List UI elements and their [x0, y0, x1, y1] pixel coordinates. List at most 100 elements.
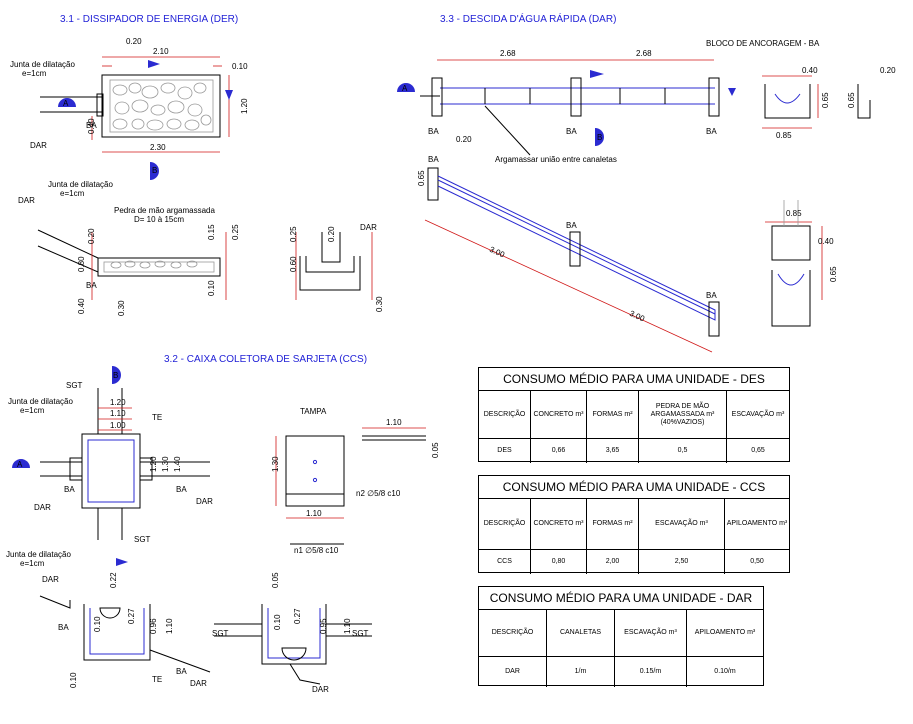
td-escavacao: 2,50 — [639, 550, 725, 574]
ba-020: 0.20 — [880, 66, 896, 75]
ccs-sb-sgt-left: SGT — [212, 629, 229, 638]
der-dim-230: 2.30 — [150, 143, 166, 152]
td-dar: DAR — [479, 657, 547, 687]
ccs-sb-dar: DAR — [312, 685, 329, 694]
tampa-130: 1.30 — [271, 456, 280, 472]
der-dim-120: 1.20 — [240, 98, 249, 114]
ccs-sb-027: 0.27 — [293, 608, 302, 624]
td-des: DES — [479, 439, 531, 463]
ccs-sa-dar: DAR — [42, 575, 59, 584]
ccs-sa-022: 0.22 — [109, 572, 118, 588]
ccs-sa-010a: 0.10 — [93, 616, 102, 632]
der-sec-junta: Junta de dilatação — [48, 180, 113, 189]
dar-bloco-detail: 0.40 0.20 0.65 0.65 0.85 — [762, 66, 896, 140]
ccs-side-130: 1.30 — [161, 456, 170, 472]
der-sec-040: 0.40 — [77, 298, 86, 314]
der-sec-dar: DAR — [18, 196, 35, 205]
der-plan: 0.20 2.10 0.10 1.20 2.30 0.40 Junta de d… — [10, 37, 249, 180]
td-formas: 2,00 — [587, 550, 639, 574]
td-pedra: 0,5 — [639, 439, 727, 463]
der-dim-020: 0.20 — [126, 37, 142, 46]
ba-065b: 0.65 — [847, 92, 856, 108]
dar-section-a — [397, 83, 415, 92]
der-sec-025: 0.25 — [231, 224, 240, 240]
ccs-sa-dar2: DAR — [190, 679, 207, 688]
der-secb-060: 0.60 — [289, 256, 298, 272]
ccs-110: 1.10 — [110, 409, 126, 418]
dar-bloco: BLOCO DE ANCORAGEM - BA — [706, 39, 820, 48]
td-apiloamento: 0,50 — [750, 558, 764, 565]
ba-040: 0.40 — [802, 66, 818, 75]
dar-slope-2: 3.00 — [628, 309, 646, 324]
der-secb-020: 0.20 — [327, 226, 336, 242]
ccs-sa-junta: Junta de dilatação — [6, 550, 71, 559]
ccs-100: 1.00 — [110, 421, 126, 430]
ccs-sb-110: 1.10 — [343, 618, 352, 634]
dar-ba-2: BA — [566, 127, 577, 136]
ccs-ba-left: BA — [64, 485, 75, 494]
ccs-sb-010: 0.10 — [273, 614, 282, 630]
ccs-section-a — [12, 459, 30, 468]
der-secb-025: 0.25 — [289, 226, 298, 242]
ccs-b: B — [113, 371, 118, 380]
th-formas: FORMAS m² — [587, 499, 639, 549]
th-apiloamento: APILOAMENTO m³ — [694, 629, 756, 636]
dar-prof-ba-2: BA — [566, 221, 577, 230]
th-escavacao: ESCAVAÇÃO m³ — [639, 499, 725, 549]
td-escavacao: 0.15/m — [615, 657, 687, 687]
der-sec-080: 0.80 — [77, 256, 86, 272]
td-escavacao: 0,65 — [751, 447, 765, 454]
title-ccs: 3.2 - CAIXA COLETORA DE SARJETA (CCS) — [164, 354, 367, 365]
der-sec-ba: BA — [86, 281, 97, 290]
der-section: Junta de dilatação e=1cm DAR Pedra de mã… — [18, 180, 240, 316]
td-concreto: 0,80 — [531, 550, 587, 574]
td-canaletas: 1/m — [547, 657, 615, 687]
ccs-tampa: TAMPA 1.10 1.30 1.10 0.05 n1 ∅5/8 c10 n2… — [271, 407, 440, 555]
table-row: DAR 1/m 0.15/m 0.10/m — [479, 657, 763, 687]
th-escavacao: ESCAVAÇÃO m³ — [615, 610, 687, 656]
table-ccs-title: CONSUMO MÉDIO PARA UMA UNIDADE - CCS — [479, 476, 789, 499]
title-der: 3.1 - DISSIPADOR DE ENERGIA (DER) — [60, 14, 238, 25]
ccs-sa-ba: BA — [58, 623, 69, 632]
ccs-section-b — [112, 366, 121, 384]
ccs-junta: Junta de dilatação — [8, 397, 73, 406]
der-sec-junta-e: e=1cm — [60, 189, 85, 198]
table-des-title: CONSUMO MÉDIO PARA UMA UNIDADE - DES — [479, 368, 789, 391]
table-dar-header: DESCRIÇÃO CANALETAS ESCAVAÇÃO m³ APILOAM… — [479, 610, 763, 657]
der-secb-030: 0.30 — [375, 296, 384, 312]
th-pedra: PEDRA DE MÃO ARGAMASSADA m³ (40%VAZIOS) — [639, 391, 727, 438]
dar-020: 0.20 — [456, 135, 472, 144]
ccs-side-120: 1.20 — [149, 456, 158, 472]
dar-b: B — [597, 133, 602, 142]
ccs-junta-e: e=1cm — [20, 406, 45, 415]
ccs-plan: SGT Junta de dilatação e=1cm 1.20 1.10 1… — [8, 366, 213, 566]
table-row: CCS 0,80 2,00 2,50 0,50 — [479, 550, 789, 574]
dar-profile: BA BA BA 0.65 3.00 3.00 — [417, 155, 720, 353]
table-ccs: CONSUMO MÉDIO PARA UMA UNIDADE - CCS DES… — [478, 475, 790, 574]
ccs-section-a-view: Junta de dilatação e=1cm DAR BA 0.22 0.1… — [6, 550, 211, 688]
der-sec-015: 0.15 — [207, 224, 216, 240]
th-concreto: CONCRETO m³ — [531, 499, 587, 549]
der-dim-210: 2.10 — [153, 47, 169, 56]
der-dar: DAR — [30, 141, 47, 150]
der-junta-e: e=1cm — [22, 69, 47, 78]
ccs-sa-010b: 0.10 — [69, 672, 78, 688]
dar-sec-040: 0.40 — [818, 237, 834, 246]
ccs-sa-junta-e: e=1cm — [20, 559, 45, 568]
td-formas: 3,65 — [587, 439, 639, 463]
dar-a: A — [402, 84, 408, 93]
der-sec-010: 0.10 — [207, 280, 216, 296]
dar-dim-1: 2.68 — [500, 49, 516, 58]
td-apiloamento: 0.10/m — [714, 668, 736, 675]
ccs-sgt-bottom: SGT — [134, 535, 151, 544]
tampa-n1: n1 ∅5/8 c10 — [294, 546, 339, 555]
der-b: B — [152, 166, 157, 175]
ccs-dar-left: DAR — [34, 503, 51, 512]
dar-dim-2: 2.68 — [636, 49, 652, 58]
ccs-sb-sgt-right: SGT — [352, 629, 369, 638]
th-descricao: DESCRIÇÃO — [479, 499, 531, 549]
dar-argamassar: Argamassar união entre canaletas — [495, 155, 617, 164]
tampa-110-top: 1.10 — [386, 418, 402, 427]
title-dar: 3.3 - DESCIDA D'ÁGUA RÁPIDA (DAR) — [440, 12, 616, 25]
